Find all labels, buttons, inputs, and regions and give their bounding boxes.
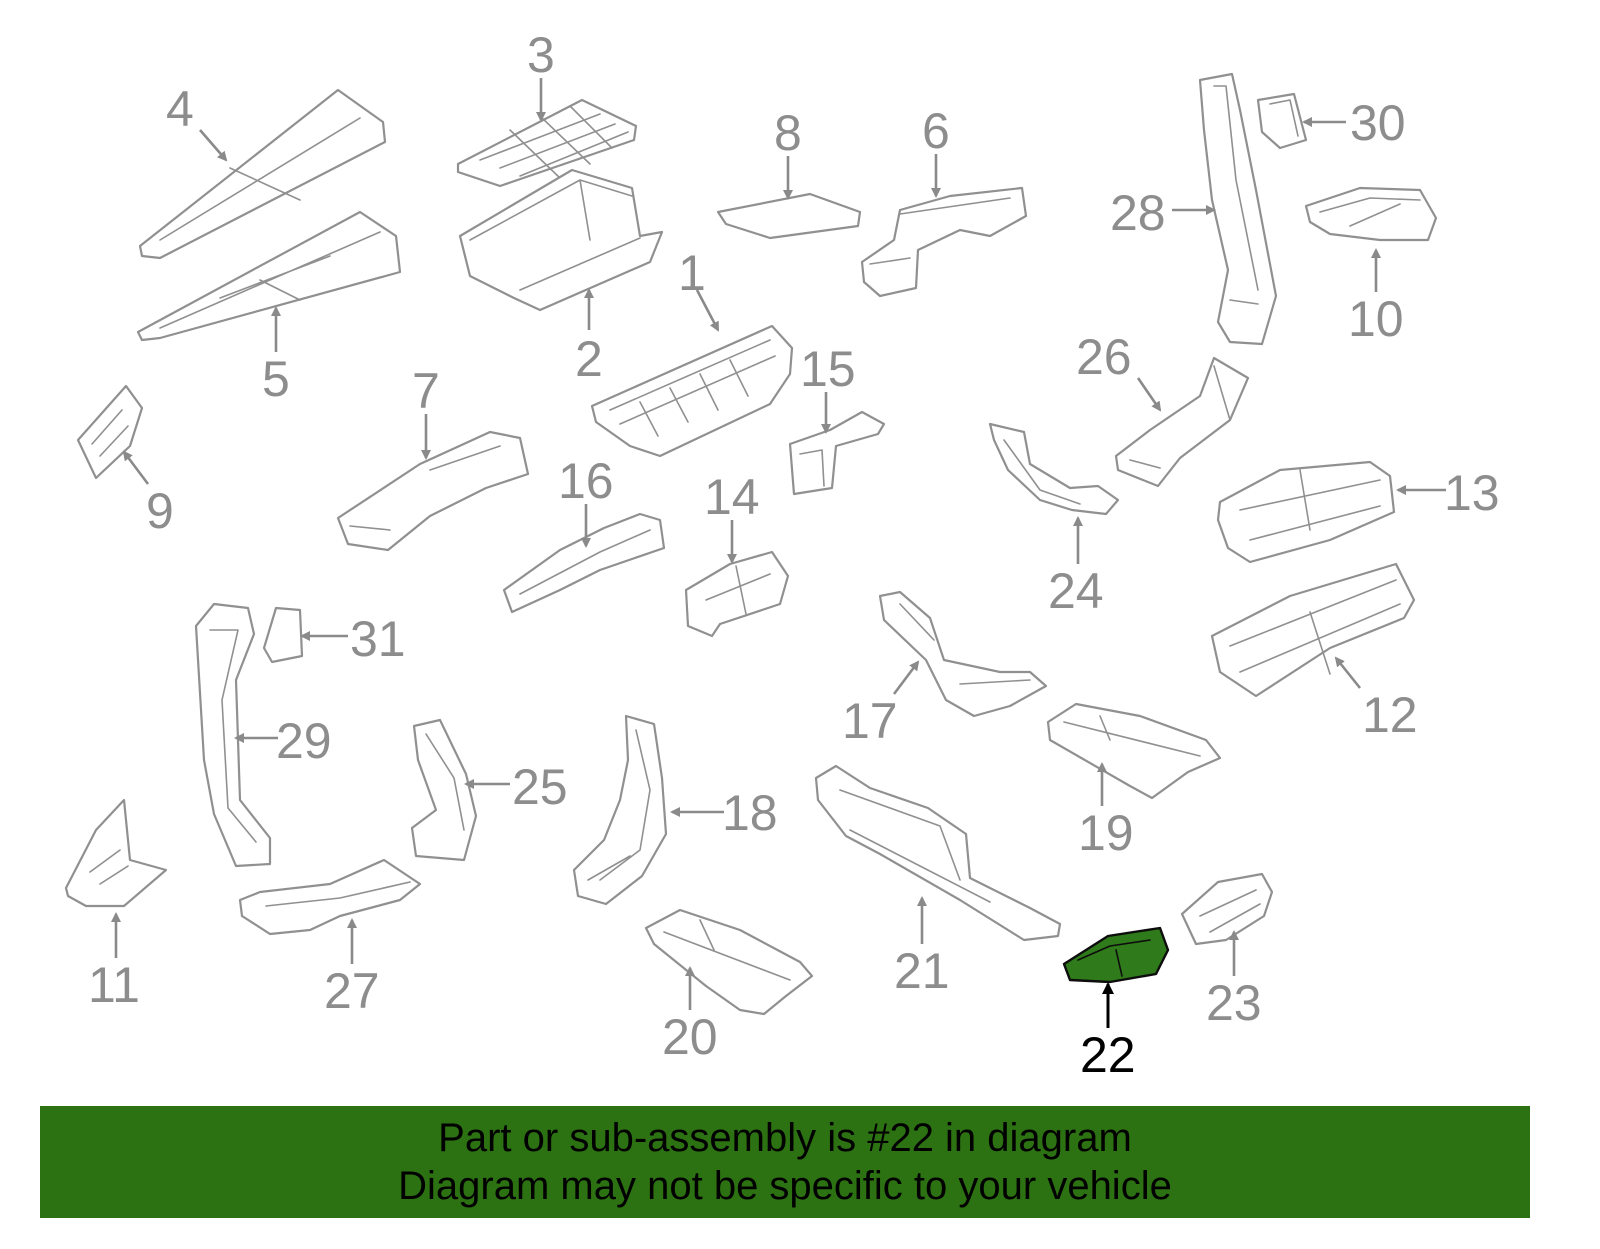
part-6-duct[interactable] [860,186,1028,298]
callout-23: 23 [1206,975,1262,1031]
callout-11: 11 [88,957,140,1013]
leader-lines [111,78,1446,1028]
callout-12: 12 [1362,687,1418,743]
part-17-duct[interactable] [878,590,1048,718]
part-25-duct[interactable] [410,718,478,862]
callout-2: 2 [575,331,603,387]
callout-9: 9 [146,483,174,539]
callout-22: 22 [1080,1027,1136,1083]
callout-15: 15 [800,341,856,397]
callout-21: 21 [894,943,950,999]
callout-13: 13 [1444,465,1500,521]
part-5-console-panel[interactable] [136,210,402,342]
callout-30: 30 [1350,95,1406,151]
part-30-clip[interactable] [1256,92,1308,150]
part-8-pad[interactable] [716,192,862,240]
part-23-vent[interactable] [1180,872,1274,946]
callout-28: 28 [1110,185,1166,241]
part-22-highlighted[interactable] [1062,926,1170,984]
part-2-housing[interactable] [458,168,664,312]
banner-line-1: Part or sub-assembly is #22 in diagram [438,1116,1132,1160]
callout-5: 5 [262,351,290,407]
banner-line-2: Diagram may not be specific to your vehi… [398,1164,1172,1208]
part-3-grille[interactable] [456,98,638,188]
part-18-duct[interactable] [572,714,668,906]
part-27-duct[interactable] [238,858,422,936]
part-26-duct[interactable] [1114,356,1250,488]
part-24-duct[interactable] [988,422,1120,516]
part-9-small-vent[interactable] [76,384,144,480]
part-7-duct[interactable] [336,430,530,552]
callout-31: 31 [350,611,406,667]
part-19-duct[interactable] [1046,702,1222,800]
callout-8: 8 [774,105,802,161]
callout-3: 3 [527,27,555,83]
callout-29: 29 [276,713,332,769]
part-21-long-duct[interactable] [814,764,1062,942]
part-28-tall-duct[interactable] [1198,72,1278,346]
callout-19: 19 [1078,805,1134,861]
part-12-vent[interactable] [1210,562,1416,698]
callout-16: 16 [558,453,614,509]
part-1-vent-grille[interactable] [590,324,794,458]
part-4-trim-panel[interactable] [138,88,387,260]
callout-24: 24 [1048,563,1104,619]
part-31-clip[interactable] [262,606,304,664]
callout-14: 14 [704,469,760,525]
part-15-bracket[interactable] [788,410,886,496]
callout-1: 1 [678,245,706,301]
callout-25: 25 [512,759,568,815]
callout-27: 27 [324,963,380,1019]
part-10-vent[interactable] [1304,186,1438,242]
callout-26: 26 [1076,329,1132,385]
part-14-block[interactable] [684,550,790,638]
info-banner: Part or sub-assembly is #22 in diagram D… [40,1106,1530,1218]
callout-17: 17 [842,693,898,749]
callout-6: 6 [922,103,950,159]
callout-labels: 1 2 3 4 5 6 7 8 9 10 11 12 13 14 15 16 1… [88,27,1500,1083]
part-29-tall-duct[interactable] [194,602,272,868]
part-20-duct[interactable] [644,908,814,1016]
part-16-duct[interactable] [502,512,666,614]
callout-7: 7 [412,363,440,419]
part-13-vent[interactable] [1216,460,1396,564]
callout-18: 18 [722,785,778,841]
callout-20: 20 [662,1009,718,1065]
callout-4: 4 [166,81,194,137]
part-11-vent[interactable] [64,798,168,908]
callout-10: 10 [1348,291,1404,347]
